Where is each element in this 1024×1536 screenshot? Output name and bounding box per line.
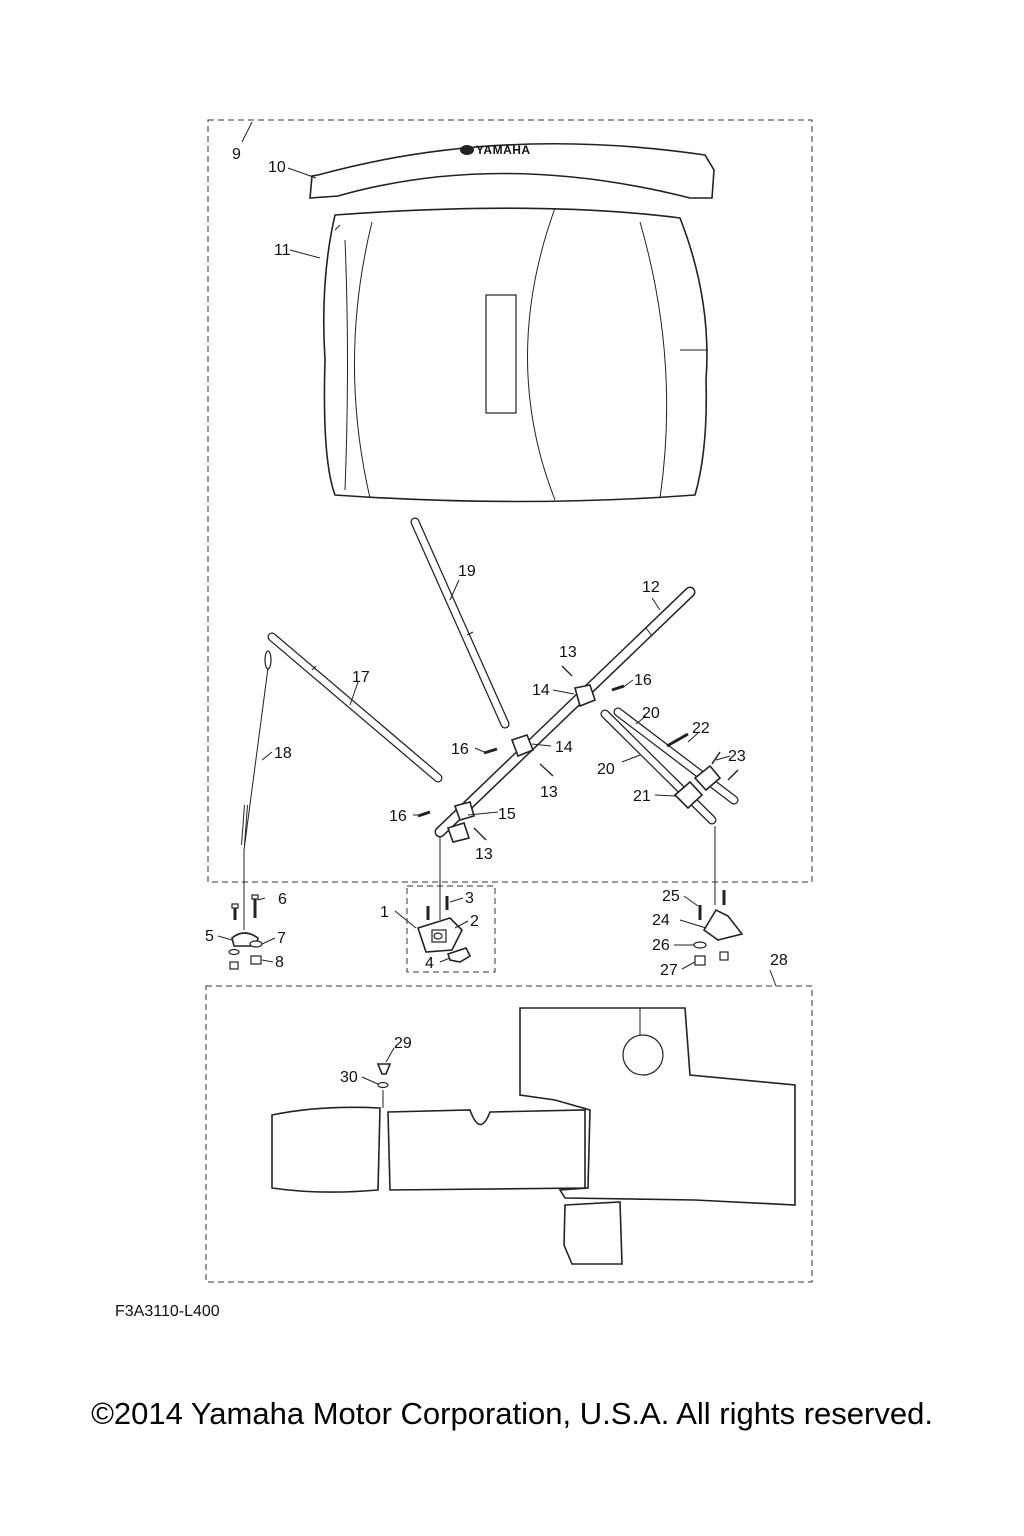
part-29-clip[interactable] [376,1063,392,1075]
callout-29: 29 [394,1035,412,1052]
diagram-code: F3A3110-L400 [115,1303,220,1320]
part-15-bracket-lower[interactable] [446,801,475,843]
group-box-bimini-top [207,119,813,883]
part-10-visor[interactable]: YAMAHA [309,143,715,199]
part-17-pole[interactable] [267,632,443,783]
callout-19: 19 [458,563,476,580]
callout-13-lower: 13 [475,846,493,863]
part-27-nut[interactable] [694,951,729,966]
part-26-washer[interactable] [693,941,707,949]
callout-20-upper: 20 [642,705,660,722]
part-16-screw-upper[interactable] [611,684,625,692]
part-22-pin[interactable] [666,732,689,748]
callout-27: 27 [660,962,678,979]
part-13-pin-lower[interactable] [473,827,487,841]
callout-6: 6 [278,891,287,908]
callout-13-upper: 13 [559,644,577,661]
callout-2: 2 [470,913,479,930]
callout-22: 22 [692,720,710,737]
callout-24: 24 [652,912,670,929]
callout-10: 10 [268,159,286,176]
part-2-base[interactable] [433,932,443,940]
part-30-washer[interactable] [377,1081,389,1109]
callout-7: 7 [277,930,286,947]
group-box-bracket-kit [406,885,496,973]
callout-17: 17 [352,669,370,686]
callout-23: 23 [728,748,746,765]
part-12-frame-bow[interactable] [434,586,696,838]
callout-15: 15 [498,806,516,823]
callout-16-upper: 16 [634,672,652,689]
callout-5: 5 [205,928,214,945]
part-14-bracket-upper[interactable] [573,684,596,708]
part-23-clip[interactable] [711,751,739,781]
part-28-floor-mat[interactable] [271,1007,796,1265]
callout-3: 3 [465,890,474,907]
callout-14-upper: 14 [532,682,550,699]
callout-18: 18 [274,745,292,762]
callout-8: 8 [275,954,284,971]
part-6-bolt[interactable] [231,894,259,920]
callout-30: 30 [340,1069,358,1086]
part-20-strut-b[interactable] [613,707,739,805]
callout-16-lower: 16 [389,808,407,825]
part-4-knob[interactable] [446,947,472,963]
part-8-nut[interactable] [229,955,262,970]
part-16-screw-middle[interactable] [483,747,498,755]
callout-16-middle: 16 [451,741,469,758]
callout-1: 1 [380,904,389,921]
callout-14-middle: 14 [555,739,573,756]
part-25-bolt[interactable] [698,890,726,920]
brand-logo-text: YAMAHA [476,143,531,157]
part-13-pin-upper[interactable] [561,665,573,677]
leader-lines [217,121,777,1085]
part-14-bracket-middle[interactable] [510,734,535,758]
part-11-canopy[interactable] [322,207,708,503]
part-21-collar[interactable] [673,764,722,810]
callout-4: 4 [425,955,434,972]
callout-9: 9 [232,146,241,163]
part-13-pin-middle[interactable] [539,763,554,777]
part-18-strap[interactable] [241,650,272,851]
part-19-pole[interactable] [410,517,510,729]
group-box-floor-mat [205,985,813,1283]
callout-21: 21 [633,788,651,805]
callout-28: 28 [770,952,788,969]
callout-13-middle: 13 [540,784,558,801]
callout-20-lower: 20 [597,761,615,778]
part-24-mount[interactable] [702,908,744,941]
callout-11: 11 [274,242,291,259]
part-7-washer[interactable] [228,940,263,956]
part-3-screw[interactable] [426,896,449,920]
callout-25: 25 [662,888,680,905]
callout-12: 12 [642,579,660,596]
copyright-notice: ©2014 Yamaha Motor Corporation, U.S.A. A… [91,1396,933,1431]
part-16-screw-lower[interactable] [417,810,431,818]
yamaha-logo-icon [460,145,474,155]
callout-26: 26 [652,937,670,954]
